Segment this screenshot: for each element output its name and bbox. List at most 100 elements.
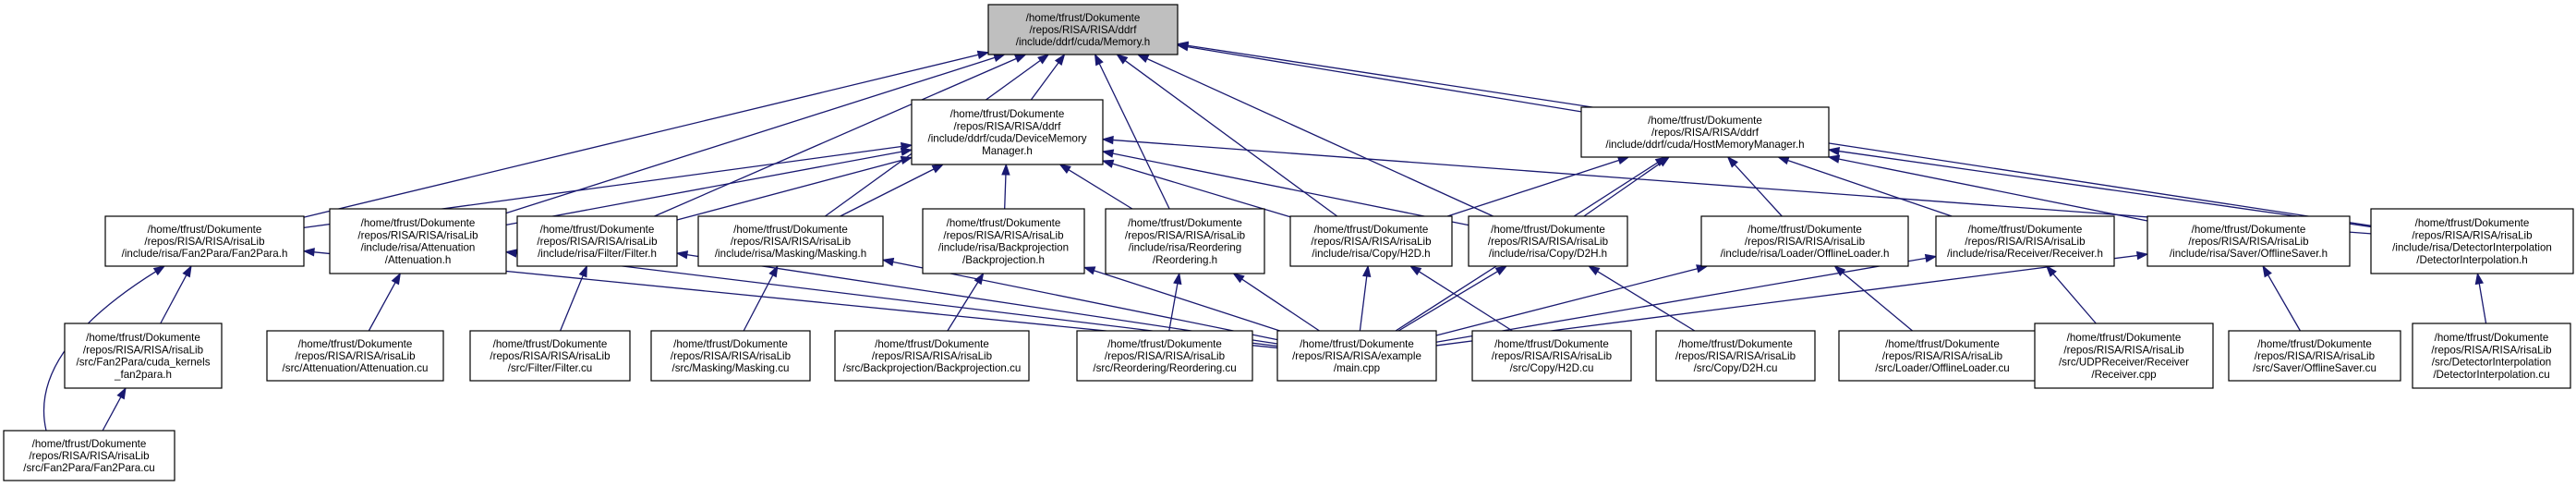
node-label-line: /include/risa/Receiver/Receiver.h: [1947, 248, 2103, 260]
edge-line: [1418, 270, 1513, 332]
node-loader-cu[interactable]: /home/tfrust/Dokumente/repos/RISA/RISA/r…: [1838, 330, 2047, 382]
node-label-line: /src/Loader/OfflineLoader.cu: [1875, 362, 2009, 374]
node-label-line: /repos/RISA/RISA/risaLib: [1965, 236, 2085, 248]
node-d2h-h[interactable]: /home/tfrust/Dokumente/repos/RISA/RISA/r…: [1468, 215, 1628, 267]
node-label-line: /src/DetectorInterpolation: [2432, 357, 2552, 369]
edge-arrowhead: [152, 265, 166, 276]
node-reorder-h[interactable]: /home/tfrust/Dokumente/repos/RISA/RISA/r…: [1105, 208, 1265, 274]
node-d2h-cu[interactable]: /home/tfrust/Dokumente/repos/RISA/RISA/r…: [1655, 330, 1816, 382]
node-label-line: /home/tfrust/Dokumente: [1107, 338, 1222, 350]
node-label-line: /src/Attenuation/Attenuation.cu: [283, 362, 429, 374]
node-label-line: /repos/RISA/RISA/risaLib: [671, 350, 791, 362]
edge-arrowhead: [1616, 156, 1630, 165]
node-label-line: /DetectorInterpolation.cu: [2433, 369, 2549, 381]
node-label-line: /repos/RISA/RISA/risaLib: [731, 236, 851, 248]
node-label-line: /src/Filter/Filter.cu: [508, 362, 592, 374]
node-label-line: /repos/RISA/RISA/risaLib: [2431, 344, 2551, 356]
node-saver-cu[interactable]: /home/tfrust/Dokumente/repos/RISA/RISA/r…: [2228, 330, 2401, 382]
edge-arrowhead: [1054, 53, 1066, 67]
node-filter-cu[interactable]: /home/tfrust/Dokumente/repos/RISA/RISA/r…: [469, 330, 631, 382]
edge-fan2para-h-to-memory: [303, 50, 990, 218]
node-detint-cu[interactable]: /home/tfrust/Dokumente/repos/RISA/RISA/r…: [2412, 323, 2571, 389]
node-masking-cu[interactable]: /home/tfrust/Dokumente/repos/RISA/RISA/r…: [650, 330, 811, 382]
edge-arrowhead: [881, 257, 895, 267]
node-atten-cu[interactable]: /home/tfrust/Dokumente/repos/RISA/RISA/r…: [266, 330, 444, 382]
edge-arrowhead: [182, 264, 192, 278]
edge-line: [1098, 62, 1170, 210]
node-label-line: /home/tfrust/Dokumente: [1968, 224, 2083, 236]
node-loader-h[interactable]: /home/tfrust/Dokumente/repos/RISA/RISA/r…: [1700, 215, 1909, 267]
edge-main-cpp-to-reorder-h: [1232, 273, 1320, 332]
edge-arrowhead: [1037, 54, 1050, 65]
edge-line: [368, 281, 397, 332]
edge-arrowhead: [675, 250, 689, 260]
edge-filter-h-to-devmem: [676, 155, 913, 221]
edge-backproj-h-to-devmem: [1001, 163, 1010, 210]
edge-main-cpp-to-masking-h: [881, 257, 1278, 341]
node-label-line: /home/tfrust/Dokumente: [2257, 338, 2372, 350]
node-box: [1580, 106, 1830, 158]
edge-arrowhead: [1654, 156, 1668, 167]
node-devmem[interactable]: /home/tfrust/Dokumente/repos/RISA/RISA/d…: [911, 99, 1104, 165]
node-label-line: /Receiver.cpp: [2091, 369, 2156, 381]
node-atten-h[interactable]: /home/tfrust/Dokumente/repos/RISA/RISA/r…: [329, 208, 507, 274]
node-box: [1700, 215, 1909, 267]
node-udp-cpp[interactable]: /home/tfrust/Dokumente/repos/RISA/RISA/r…: [2034, 323, 2214, 389]
node-h2d-cu[interactable]: /home/tfrust/Dokumente/repos/RISA/RISA/r…: [1471, 330, 1632, 382]
edge-arrowhead: [768, 264, 779, 278]
node-label-line: /home/tfrust/Dokumente: [298, 338, 413, 350]
node-label-line: /home/tfrust/Dokumente: [733, 224, 848, 236]
node-box: [516, 215, 678, 267]
edge-reorder-h-to-devmem: [1058, 164, 1133, 210]
edge-arrowhead: [2262, 264, 2272, 278]
node-backproj-h[interactable]: /home/tfrust/Dokumente/repos/RISA/RISA/r…: [922, 208, 1085, 274]
node-filter-h[interactable]: /home/tfrust/Dokumente/repos/RISA/RISA/r…: [516, 215, 678, 267]
node-masking-h[interactable]: /home/tfrust/Dokumente/repos/RISA/RISA/r…: [697, 215, 884, 267]
node-detint-h[interactable]: /home/tfrust/Dokumente/repos/RISA/RISA/r…: [2370, 208, 2574, 274]
edge-line: [1435, 267, 1699, 336]
node-label-line: /repos/RISA/RISA/risaLib: [1105, 350, 1225, 362]
node-label-line: /src/Copy/H2D.cu: [1510, 362, 1594, 374]
node-backproj-cu[interactable]: /home/tfrust/Dokumente/repos/RISA/RISA/r…: [834, 330, 1030, 382]
node-label-line: /home/tfrust/Dokumente: [86, 332, 200, 344]
node-label-line: /include/ddrf/cuda/DeviceMemory: [927, 133, 1086, 145]
node-fan2para-h[interactable]: /home/tfrust/Dokumente/repos/RISA/RISA/r…: [104, 215, 305, 267]
node-label-line: /include/risa/DetectorInterpolation: [2392, 242, 2552, 254]
edge-line: [1837, 158, 2148, 222]
edge-arrowhead: [116, 386, 127, 400]
node-box: [1655, 330, 1816, 382]
node-receiver-h[interactable]: /home/tfrust/Dokumente/repos/RISA/RISA/r…: [1935, 215, 2115, 267]
node-label-line: /home/tfrust/Dokumente: [950, 108, 1065, 120]
edge-line: [1030, 61, 1060, 101]
edge-line: [654, 57, 1018, 217]
node-box: [329, 208, 507, 274]
node-saver-h[interactable]: /home/tfrust/Dokumente/repos/RISA/RISA/r…: [2147, 215, 2351, 267]
edge-line: [1435, 257, 1928, 343]
edge-h2d-cu-to-h2d-h: [1409, 265, 1513, 332]
node-label-line: /repos/RISA/RISA/risaLib: [83, 344, 203, 356]
node-hostmem[interactable]: /home/tfrust/Dokumente/repos/RISA/RISA/d…: [1580, 106, 1830, 158]
node-box: [697, 215, 884, 267]
node-box: [2412, 323, 2571, 389]
edge-filter-cu-to-filter-h: [560, 264, 587, 332]
node-label-line: /src/Saver/OfflineSaver.cu: [2253, 362, 2376, 374]
node-label-line: /include/risa/Reordering: [1129, 242, 1241, 254]
node-box: [266, 330, 444, 382]
node-label-line: /repos/RISA/RISA/risaLib: [490, 350, 610, 362]
node-fan2para-cu[interactable]: /home/tfrust/Dokumente/repos/RISA/RISA/r…: [3, 430, 175, 481]
node-label-line: /home/tfrust/Dokumente: [2435, 332, 2549, 344]
node-cuda-kernels[interactable]: /home/tfrust/Dokumente/repos/RISA/RISA/r…: [64, 323, 223, 389]
node-box: [987, 4, 1179, 55]
node-reorder-cu[interactable]: /home/tfrust/Dokumente/repos/RISA/RISA/r…: [1076, 330, 1253, 382]
node-memory[interactable]: /home/tfrust/Dokumente/repos/RISA/RISA/d…: [987, 4, 1179, 55]
edge-arrowhead: [900, 147, 913, 156]
nodes-layer: /home/tfrust/Dokumente/repos/RISA/RISA/d…: [3, 4, 2574, 481]
node-label-line: /home/tfrust/Dokumente: [1885, 338, 2000, 350]
node-box: [1289, 215, 1453, 267]
edge-arrowhead: [1587, 265, 1601, 276]
edge-arrowhead: [2135, 250, 2149, 261]
node-h2d-h[interactable]: /home/tfrust/Dokumente/repos/RISA/RISA/r…: [1289, 215, 1453, 267]
node-main-cpp[interactable]: /home/tfrust/Dokumente/repos/RISA/RISA/e…: [1276, 330, 1437, 382]
edge-line: [102, 396, 122, 432]
node-label-line: /home/tfrust/Dokumente: [1491, 224, 1605, 236]
